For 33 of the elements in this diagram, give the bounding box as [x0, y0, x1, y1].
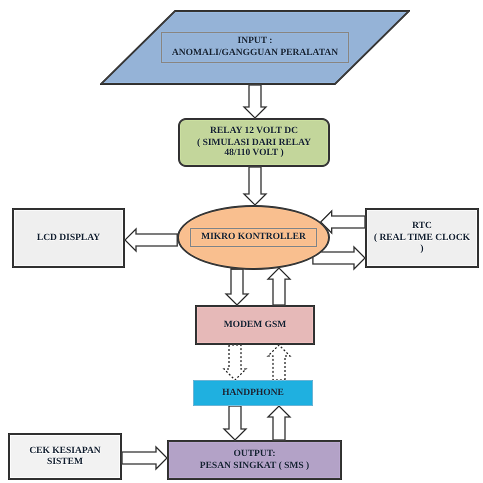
node-text: MODEM GSM — [224, 320, 286, 330]
node-text: HANDPHONE — [222, 388, 284, 398]
node-text: INPUT : — [238, 36, 272, 47]
block-arrow — [124, 227, 178, 253]
node-text: PESAN SINGKAT ( SMS ) — [200, 460, 310, 472]
process-box — [8, 433, 122, 480]
block-arrow — [312, 245, 366, 271]
node-text: ANOMALI/GANGGUAN PERALATAN — [172, 48, 338, 59]
node-text: CEK KESIAPAN SISTEM — [28, 446, 102, 468]
block-arrow — [222, 405, 248, 441]
block-arrow — [266, 267, 292, 306]
node-text: MIKRO KONTROLLER — [201, 232, 306, 243]
node-text: RTC — [412, 221, 432, 232]
node-text: RELAY 12 VOLT DC — [210, 126, 298, 137]
node-text: ( REAL TIME CLOCK ) — [373, 233, 471, 255]
block-arrow — [121, 445, 168, 471]
process-box — [365, 208, 479, 268]
node-text: OUTPUT: — [233, 448, 276, 460]
input-parallelogram — [100, 10, 410, 85]
block-arrow — [222, 344, 248, 381]
process-box — [178, 118, 330, 167]
node-text: LCD DISPLAY — [36, 232, 100, 244]
block-arrow — [242, 166, 268, 206]
block-arrow — [266, 405, 292, 441]
process-box — [193, 380, 313, 406]
process-box — [12, 208, 125, 268]
process-box — [195, 305, 315, 345]
block-arrow — [266, 344, 292, 381]
block-arrow — [242, 84, 268, 119]
node-text: ( SIMULASI DARI RELAY 48/110 VOLT ) — [196, 138, 312, 160]
block-arrow — [320, 209, 366, 235]
block-arrow — [224, 268, 250, 306]
process-box — [167, 440, 342, 480]
